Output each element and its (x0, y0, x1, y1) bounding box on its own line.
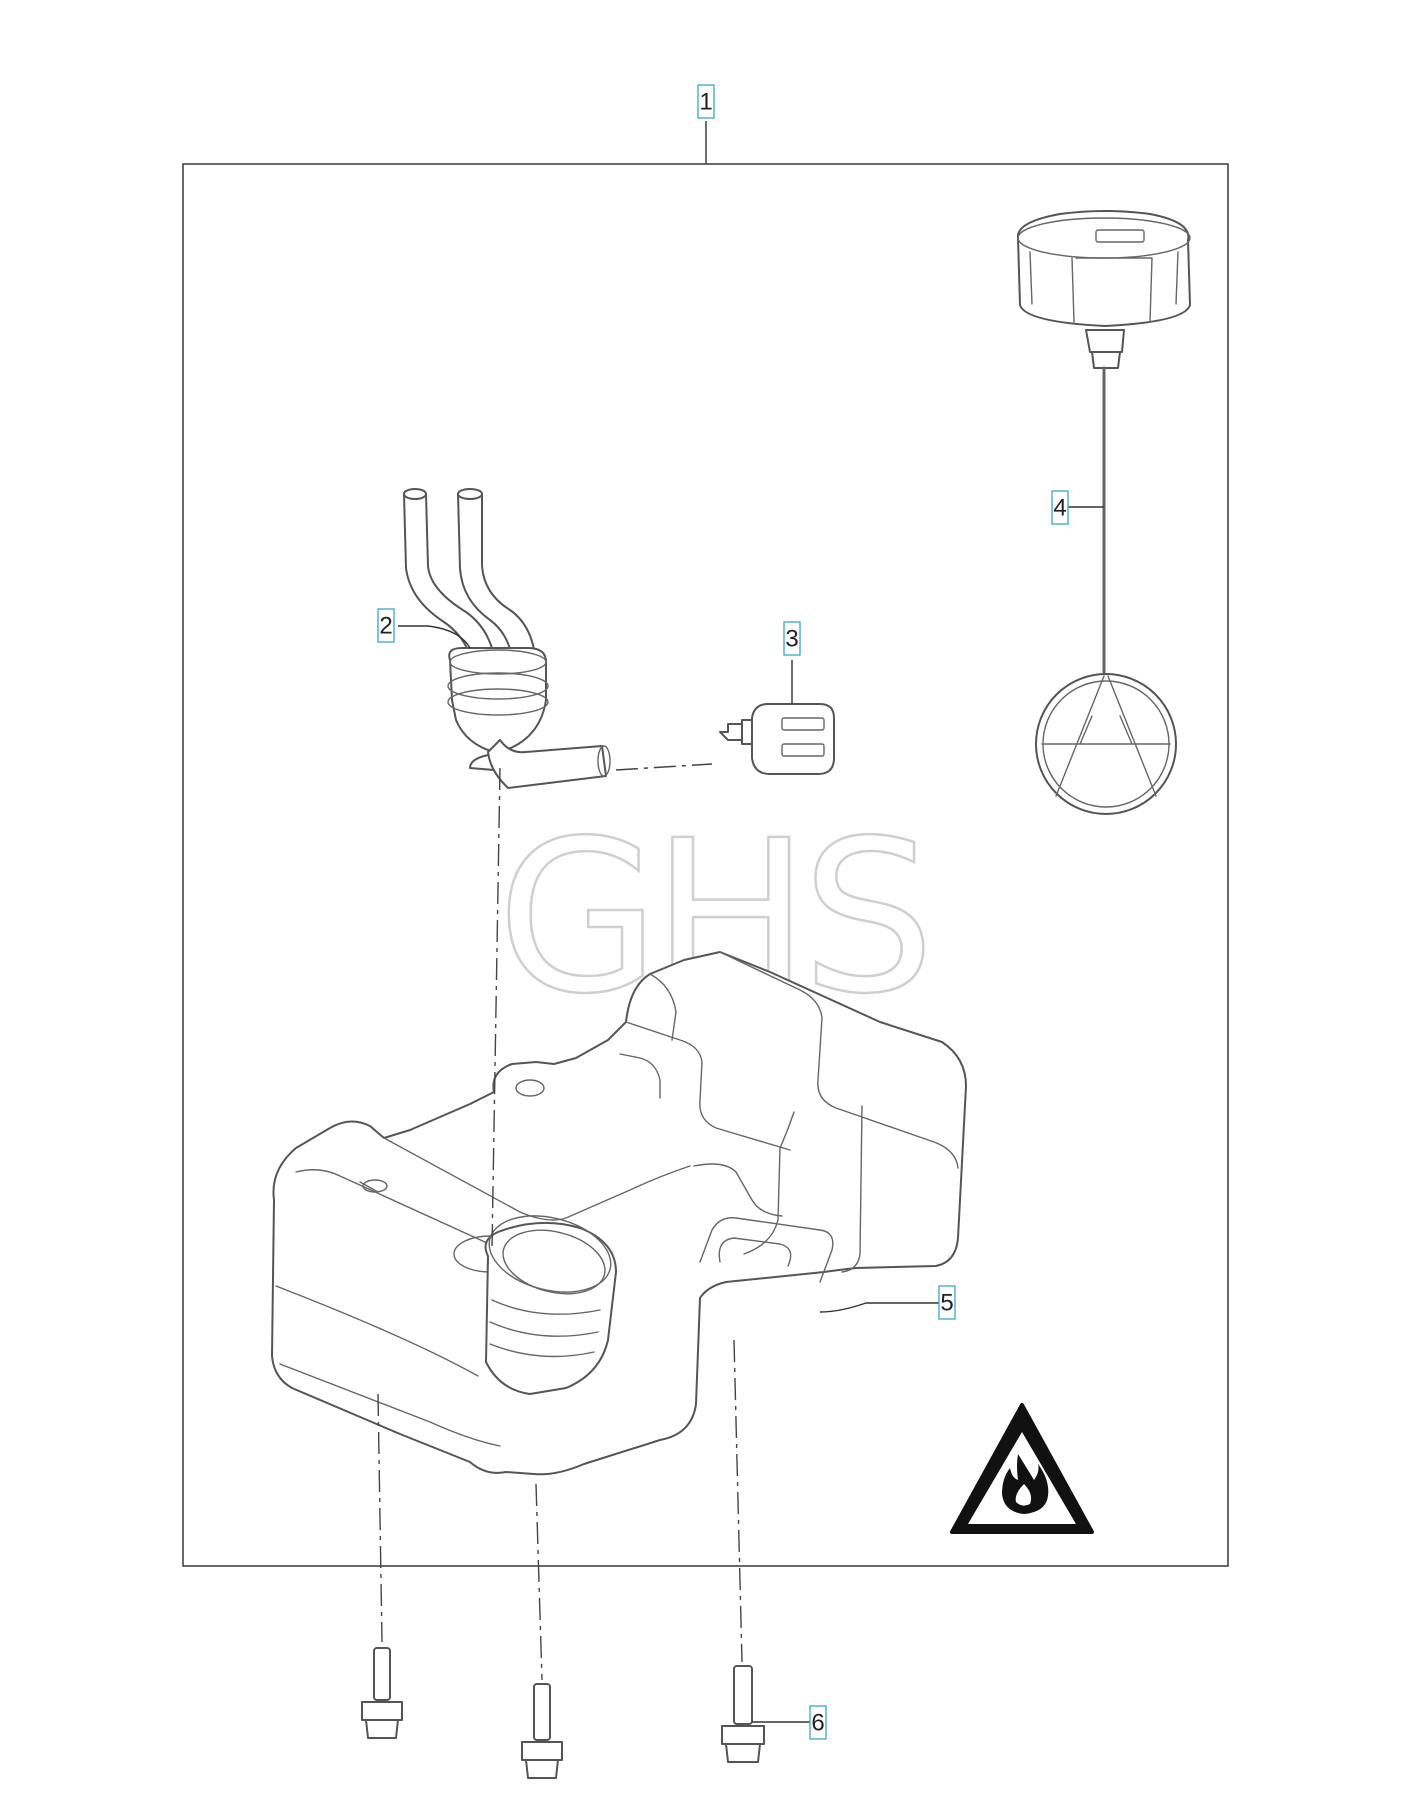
callout-6-label: 6 (811, 1710, 824, 1737)
callout-2-label: 2 (379, 613, 392, 640)
fuel-hose-grommet[interactable] (403, 488, 611, 789)
assembly-line-grommet (491, 767, 501, 1249)
leader-5 (819, 1302, 948, 1313)
callout-3[interactable]: 3 (783, 621, 801, 656)
tank-screw-3[interactable] (721, 1665, 765, 1763)
fuel-cap[interactable] (1016, 210, 1191, 369)
cap-strap[interactable] (1035, 366, 1177, 815)
callout-5-label: 5 (940, 1290, 953, 1317)
assembly-line-screw-2 (535, 1483, 543, 1681)
fuel-tank[interactable] (271, 951, 967, 1476)
assembly-line-screw-1 (377, 1393, 383, 1643)
assembly-line-filter (615, 763, 713, 771)
callout-4-label: 4 (1053, 495, 1066, 522)
callout-1[interactable]: 1 (697, 84, 715, 119)
fuel-filter[interactable] (719, 703, 835, 775)
callout-3-label: 3 (785, 626, 798, 653)
leader-2 (398, 625, 471, 649)
flammable-warning-icon (950, 1403, 1094, 1534)
tank-screw-2[interactable] (521, 1683, 563, 1779)
callout-1-label: 1 (699, 89, 712, 116)
tank-screw-1[interactable] (361, 1647, 403, 1739)
callout-4[interactable]: 4 (1051, 490, 1069, 525)
callout-5[interactable]: 5 (938, 1285, 956, 1320)
callout-2[interactable]: 2 (377, 608, 395, 643)
assembly-line-screw-3 (733, 1339, 743, 1663)
callout-6[interactable]: 6 (809, 1705, 827, 1740)
